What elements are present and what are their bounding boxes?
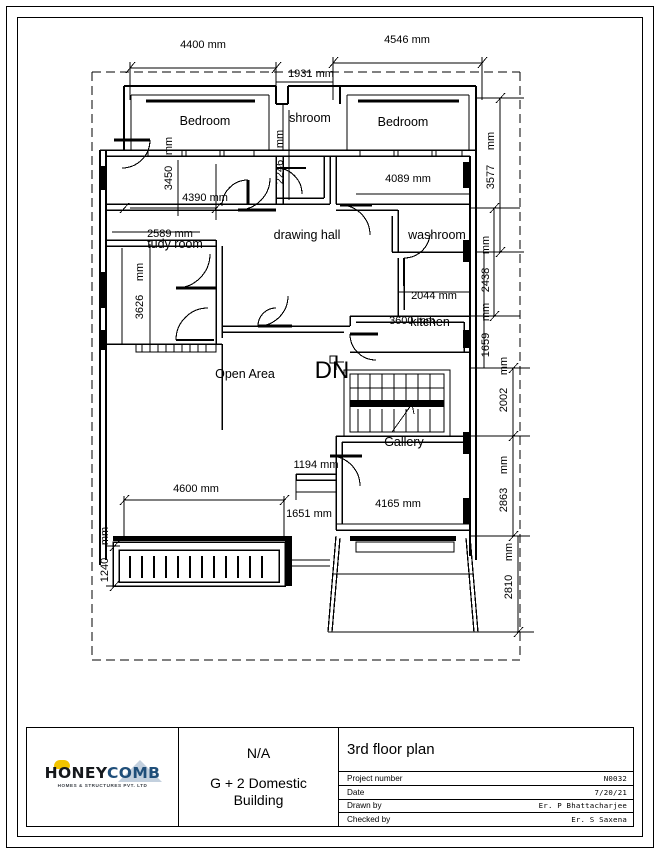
dimension-internal-1: mm xyxy=(163,137,175,155)
project-info-cell: N/A G + 2 Domestic Building xyxy=(179,728,339,826)
field-label: Project number xyxy=(347,774,604,783)
room-label-washroom-top: shroom xyxy=(289,111,331,125)
title-block-row: Checked byEr. S Saxena xyxy=(339,813,633,826)
dimension-right-5: mm xyxy=(480,303,492,321)
room-label-gallery: Gallery xyxy=(384,435,424,449)
dimension-internal-5: 2589 mm xyxy=(147,228,193,240)
dimension-right-1: mm xyxy=(485,132,497,150)
field-value: N0032 xyxy=(604,774,627,783)
dimension-left-1: mm xyxy=(99,527,111,545)
dimension-right-7: mm xyxy=(498,357,510,375)
company-name-part2: COMB xyxy=(107,764,160,782)
stair-direction-label: DN xyxy=(315,357,350,384)
field-label: Date xyxy=(347,788,594,797)
company-name-part1: HONEY xyxy=(45,764,107,782)
dimension-right-2: 2438 xyxy=(480,268,492,292)
dimension-right-3: mm xyxy=(480,236,492,254)
dimension-internal-8: 4089 mm xyxy=(385,173,431,185)
room-label-open-area: Open Area xyxy=(215,367,275,381)
dimension-right-8: 2863 xyxy=(498,488,510,512)
dimension-internal-11: 1194 mm xyxy=(293,459,338,471)
dimension-top-1: 4546 mm xyxy=(384,34,430,46)
scale-value: N/A xyxy=(247,745,270,761)
dimension-right-6: 2002 xyxy=(498,388,510,412)
dimension-left-0: 1240 xyxy=(99,558,111,582)
dimension-internal-6: 3626 xyxy=(134,295,146,319)
company-tagline: HOMES & STRUCTURES PVT. LTD xyxy=(58,783,148,788)
field-value: Er. S Saxena xyxy=(571,815,627,824)
dimension-right-10: 2810 xyxy=(503,575,515,599)
room-label-drawing-hall: drawing hall xyxy=(274,228,341,242)
room-label-bedroom-left: Bedroom xyxy=(180,114,231,128)
dimension-internal-7: mm xyxy=(134,263,146,281)
dimension-internal-14: 4165 mm xyxy=(375,498,421,510)
dimension-internal-0: 3450 xyxy=(163,166,175,190)
dimension-top-0: 4400 mm xyxy=(180,39,226,51)
field-label: Checked by xyxy=(347,815,571,824)
field-label: Drawn by xyxy=(347,801,539,810)
room-label-washroom-mid: washroom xyxy=(407,228,466,242)
dimension-top-2: 1931 mm xyxy=(288,68,334,80)
title-block: HONEYCOMB HOMES & STRUCTURES PVT. LTD N/… xyxy=(26,727,634,827)
dimension-right-0: 3577 xyxy=(485,165,497,189)
title-block-row: Project numberN0032 xyxy=(339,772,633,786)
company-name: HONEYCOMB xyxy=(45,766,161,782)
company-logo-cell: HONEYCOMB HOMES & STRUCTURES PVT. LTD xyxy=(27,728,179,826)
dimension-internal-12: 4600 mm xyxy=(173,483,219,495)
title-block-row: Date7/20/21 xyxy=(339,786,633,800)
dimension-internal-13: 1651 mm xyxy=(286,508,332,520)
dimension-right-9: mm xyxy=(498,456,510,474)
floor-plan-drawing: BedroomshroomBedroomdrawing halltudy roo… xyxy=(17,17,643,717)
room-label-bedroom-right: Bedroom xyxy=(378,115,429,129)
dimension-internal-2: 4390 mm xyxy=(182,192,228,204)
dimension-internal-3: 2246 xyxy=(274,160,286,184)
title-block-row: Drawn byEr. P Bhattacharjee xyxy=(339,800,633,814)
dimension-internal-10: 3600 mm xyxy=(389,315,435,327)
field-value: Er. P Bhattacharjee xyxy=(539,801,627,810)
dimension-right-11: mm xyxy=(503,543,515,561)
sheet-title: 3rd floor plan xyxy=(339,728,633,772)
dimension-internal-4: mm xyxy=(274,130,286,148)
dimension-internal-9: 2044 mm xyxy=(411,290,457,302)
field-value: 7/20/21 xyxy=(594,788,627,797)
sheet-info-cell: 3rd floor plan Project numberN0032Date7/… xyxy=(339,728,633,826)
sheet-fields-table: Project numberN0032Date7/20/21Drawn byEr… xyxy=(339,772,633,826)
dimension-right-4: 1659 xyxy=(480,333,492,357)
project-name: G + 2 Domestic Building xyxy=(185,775,332,810)
